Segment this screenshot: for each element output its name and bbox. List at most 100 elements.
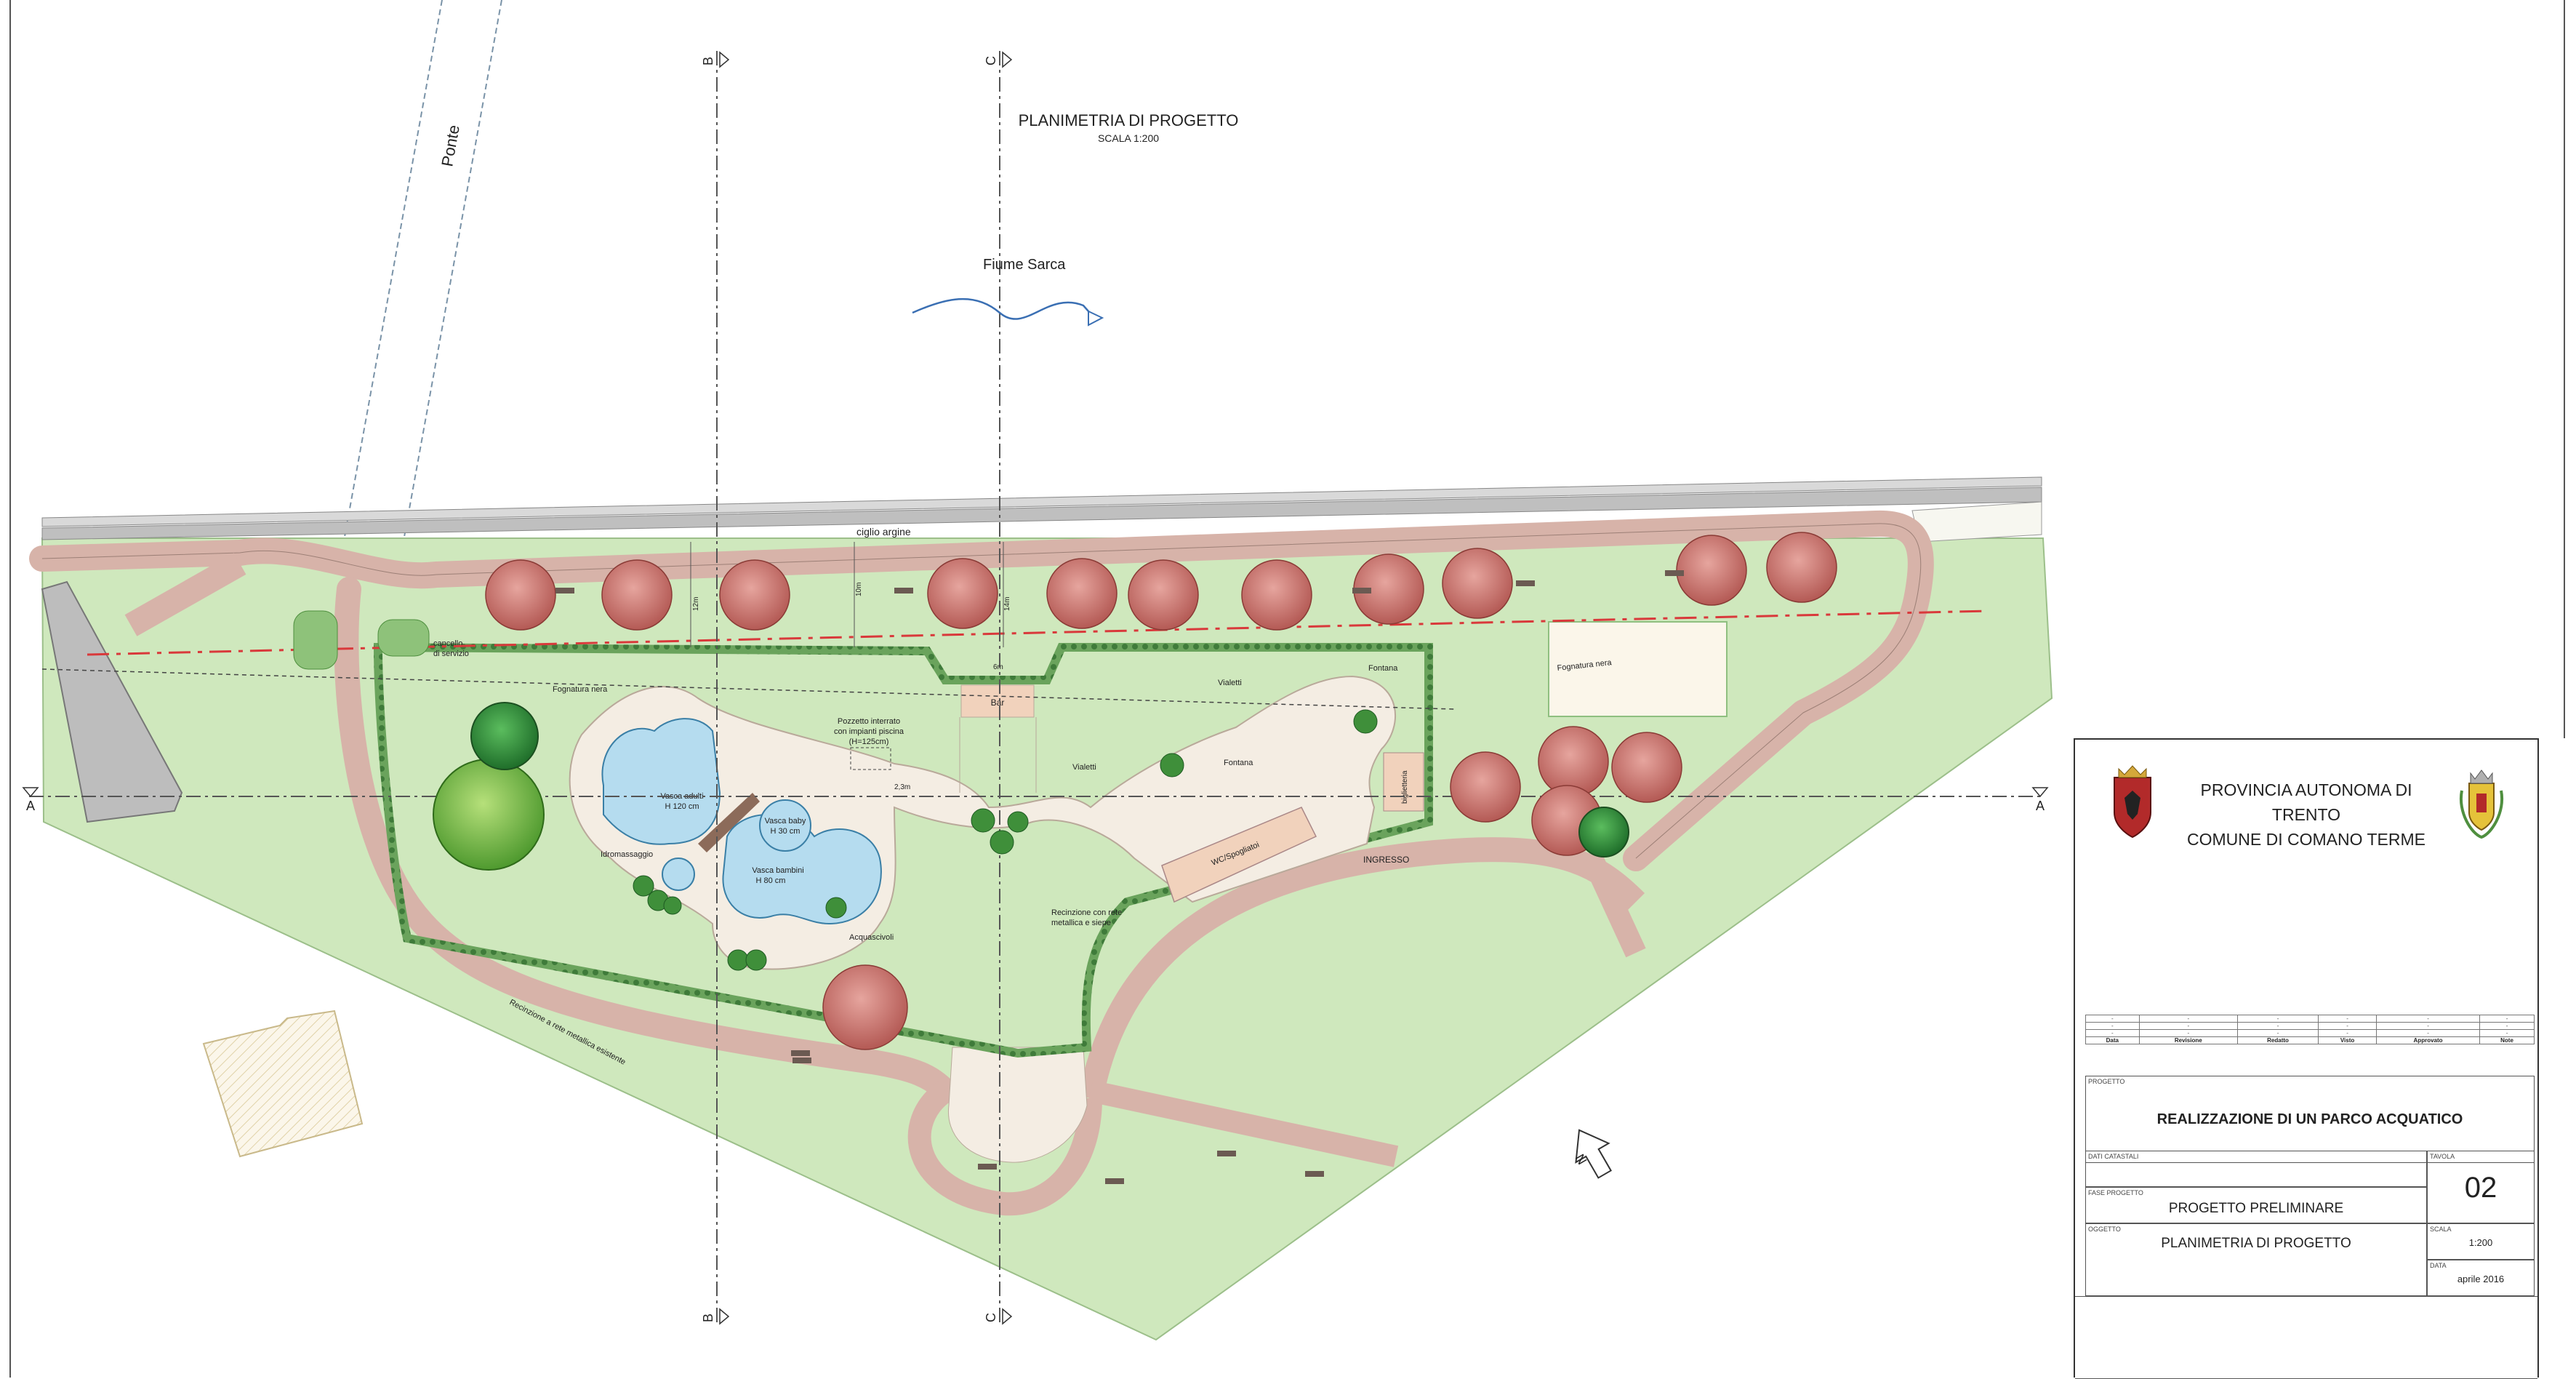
shrubs (633, 709, 1378, 971)
bridge-label: Ponte (438, 124, 463, 168)
tree-cluster-east (822, 726, 1682, 1050)
vasca-baby-depth: H 30 cm (771, 827, 801, 836)
data-box: DATA aprile 2016 (2427, 1260, 2535, 1296)
north-label: N (1573, 1151, 1590, 1167)
fase-box: FASE PROGETTO PROGETTO PRELIMINARE (2085, 1187, 2427, 1223)
bar-area (960, 684, 1035, 718)
vasca-adulti (601, 718, 721, 845)
revision-header-cell: Note (2479, 1036, 2535, 1044)
tree-green-large (433, 759, 545, 871)
acquascivoli-label: Acquascivoli (849, 933, 894, 942)
vasca-bambini-label: Vasca bambini (752, 866, 803, 875)
scala-value: 1:200 (2468, 1237, 2493, 1248)
biglietteria (1383, 752, 1424, 812)
data-value: aprile 2016 (2457, 1274, 2505, 1284)
tree-dark-green (470, 702, 539, 770)
revision-header-cell: Data (2085, 1036, 2140, 1044)
bar-label: Bar (991, 698, 1005, 708)
marker-a-left: A (26, 799, 35, 813)
oggetto-box: OGGETTO PLANIMETRIA DI PROGETTO (2085, 1223, 2427, 1296)
vialetti-label-2: Vialetti (1072, 763, 1096, 772)
vialetti-label-1: Vialetti (1218, 679, 1242, 687)
recinzione-label-1: Recinzione con rete (1051, 908, 1122, 917)
province-crest-icon (2114, 765, 2151, 839)
existing-building (202, 1010, 364, 1158)
dim-12m: 12m (692, 597, 700, 611)
marker-b-top: B (701, 57, 715, 65)
tavola-label: TAVOLA (2430, 1153, 2455, 1160)
municipality-name: COMUNE DI COMANO TERME (2187, 830, 2425, 849)
vasca-baby-label: Vasca baby (765, 817, 806, 826)
north-arrow-icon: N (1573, 1129, 1613, 1179)
fase-value: PROGETTO PRELIMINARE (2168, 1201, 2344, 1216)
stair-bridge (698, 793, 760, 852)
pozzetto-label-3: (H=125cm) (849, 738, 889, 746)
tree-dark-green-east (1578, 807, 1629, 858)
section-lines (29, 51, 2043, 1324)
fontana-label-1: Fontana (1368, 664, 1398, 673)
cancello-sub-label: di servizio (433, 649, 469, 658)
dati-catastali-box: DATI CATASTALI (2085, 1151, 2427, 1187)
wc-spogliatoi (1161, 807, 1317, 903)
parking-area (41, 580, 183, 823)
ciglio-argine-label: ciglio argine (856, 526, 911, 537)
marker-b-bottom: B (701, 1314, 715, 1322)
ingresso-label: INGRESSO (1363, 855, 1409, 865)
dim-2-3m: 2,3m (894, 783, 910, 791)
idromassaggio-pool (662, 858, 695, 891)
fase-label: FASE PROGETTO (2088, 1189, 2143, 1196)
bottom-box (2075, 1296, 2537, 1379)
data-label: DATA (2430, 1262, 2447, 1269)
vasca-baby (759, 799, 811, 852)
hedge-fence (373, 642, 1433, 1058)
river-flow-line (912, 297, 1095, 320)
scala-label: SCALA (2430, 1226, 2452, 1233)
shrub-block-1 (293, 610, 338, 670)
south-east-path (1088, 1080, 1399, 1167)
section-markers: B C B C A A (22, 51, 2049, 1325)
idromassaggio-label: Idromassaggio (601, 850, 653, 859)
vasca-adulti-label: Vasca adulti (660, 792, 703, 801)
tree-row-north (485, 532, 1837, 631)
river-label: Fiume Sarca (983, 257, 1066, 273)
progetto-title: REALIZZAZIONE DI UN PARCO ACQUATICO (2156, 1111, 2463, 1127)
shrub-block-2 (377, 619, 430, 657)
marker-a-right: A (2036, 799, 2045, 813)
bridge: Ponte (341, 0, 502, 553)
pozzetto-label-1: Pozzetto interrato (838, 717, 900, 726)
province-name: PROVINCIA AUTONOMA DI TRENTO (2200, 780, 2412, 824)
fognatura-left-label: Fognatura nera (553, 685, 608, 694)
marker-c-top: C (984, 56, 998, 65)
vasca-adulti-depth: H 120 cm (665, 802, 699, 811)
oggetto-value: PLANIMETRIA DI PROGETTO (2161, 1236, 2351, 1251)
tavola-box: TAVOLA 02 (2427, 1151, 2535, 1223)
pozzetto-label-2: con impianti piscina (834, 727, 904, 736)
oggetto-label: OGGETTO (2088, 1226, 2121, 1233)
revision-header-cell: Redatto (2236, 1036, 2319, 1044)
dim-6m: 6m (993, 663, 1003, 671)
entry-path-left (124, 553, 246, 636)
benches (555, 570, 1684, 1184)
open-field (1548, 621, 1728, 717)
dati-catastali-label: DATI CATASTALI (2088, 1153, 2139, 1160)
embankment-road: ciglio argine (41, 476, 2042, 543)
progetto-label: PROGETTO (2088, 1078, 2125, 1085)
marker-c-bottom: C (984, 1313, 998, 1322)
progetto-box: PROGETTO REALIZZAZIONE DI UN PARCO ACQUA… (2085, 1076, 2535, 1163)
dim-10m: 10m (855, 583, 863, 596)
south-plaza (947, 1047, 1088, 1163)
dim-14m: 14m (1003, 597, 1011, 611)
vasca-bambini-depth: H 80 cm (756, 876, 786, 885)
title-block: PROVINCIA AUTONOMA DI TRENTO COMUNE DI C… (2074, 738, 2539, 1379)
drawing-title: PLANIMETRIA DI PROGETTO (1019, 111, 1239, 129)
revision-header-cell: Revisione (2138, 1036, 2238, 1044)
fontana-label-2: Fontana (1224, 759, 1253, 767)
municipality-crest-icon (2459, 770, 2504, 839)
scala-box: SCALA 1:200 (2427, 1223, 2535, 1260)
revision-header-cell: Visto (2318, 1036, 2377, 1044)
tavola-number: 02 (2464, 1172, 2497, 1204)
recinzione-label-2: metallica e siepe (1051, 919, 1111, 927)
drawing-scale: SCALA 1:200 (1098, 132, 1159, 144)
